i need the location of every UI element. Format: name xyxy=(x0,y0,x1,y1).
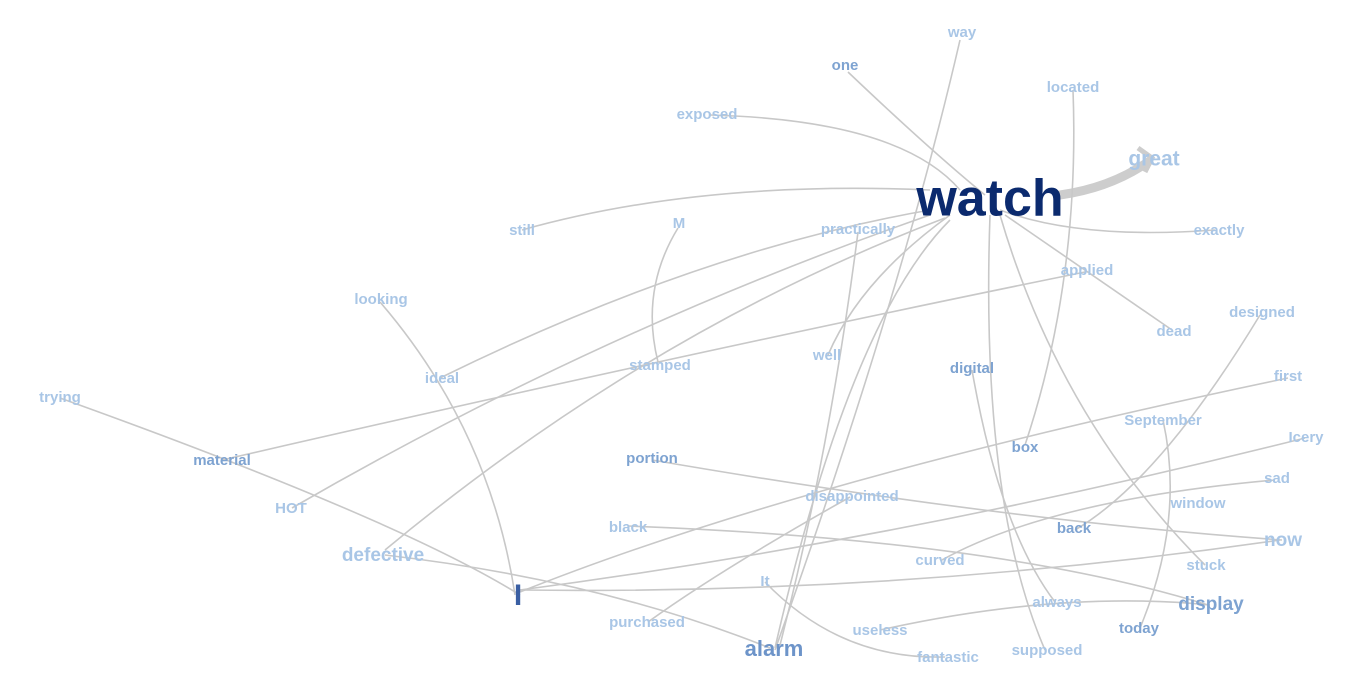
word-designed[interactable]: designed xyxy=(1229,304,1295,321)
edge-now-i xyxy=(519,539,1281,592)
word-located[interactable]: located xyxy=(1047,79,1100,96)
word-back[interactable]: back xyxy=(1057,520,1092,537)
edge-icery-i xyxy=(519,437,1306,591)
word-first[interactable]: first xyxy=(1274,368,1302,385)
edge-watch-ideal xyxy=(439,209,931,379)
edge-watch-well xyxy=(827,214,951,356)
word-dead[interactable]: dead xyxy=(1156,323,1191,340)
word-fantastic[interactable]: fantastic xyxy=(917,649,979,666)
word-well[interactable]: well xyxy=(812,347,841,364)
word-display[interactable]: display xyxy=(1178,594,1244,615)
edge-m-stamped xyxy=(651,227,679,363)
word-window[interactable]: window xyxy=(1170,495,1226,512)
edge-practically-alarm xyxy=(779,231,859,646)
edge-defective-alarm xyxy=(384,554,771,649)
word-exposed[interactable]: exposed xyxy=(677,106,738,123)
word-still[interactable]: still xyxy=(509,222,535,239)
word-black[interactable]: black xyxy=(609,519,648,536)
edge-useless-display xyxy=(879,600,1211,631)
edge-portion-now xyxy=(651,459,1283,541)
edge-black-display xyxy=(627,525,1209,606)
edge-sad-curved xyxy=(941,479,1276,561)
word-alarm[interactable]: alarm xyxy=(745,636,804,661)
edge-trying-alarm xyxy=(59,397,521,596)
word-way[interactable]: way xyxy=(947,24,977,41)
edge-watch-supposed xyxy=(987,214,1046,651)
edge-watch-alarm xyxy=(774,219,951,649)
word-curved[interactable]: curved xyxy=(915,552,964,569)
word-stamped[interactable]: stamped xyxy=(629,357,691,374)
edges-layer xyxy=(59,39,1306,658)
word-looking[interactable]: looking xyxy=(354,291,407,308)
word-box[interactable]: box xyxy=(1012,439,1039,456)
word-practically[interactable]: practically xyxy=(821,221,896,238)
word-september[interactable]: September xyxy=(1124,412,1202,429)
edge-watch-hot xyxy=(291,214,931,509)
word-exactly[interactable]: exactly xyxy=(1194,222,1246,239)
word-supposed[interactable]: supposed xyxy=(1012,642,1083,659)
edge-it-fantastic xyxy=(764,581,946,658)
word-disappointed[interactable]: disappointed xyxy=(805,488,898,505)
word-trying[interactable]: trying xyxy=(39,389,81,406)
word-watch[interactable]: watch xyxy=(915,170,1063,228)
word-sad[interactable]: sad xyxy=(1264,470,1290,487)
edge-designed-back xyxy=(1074,314,1261,531)
word-useless[interactable]: useless xyxy=(852,622,907,639)
word-hot[interactable]: HOT xyxy=(275,500,307,517)
word-now[interactable]: now xyxy=(1264,530,1302,551)
word-stuck[interactable]: stuck xyxy=(1186,557,1226,574)
edge-watch-great xyxy=(1055,157,1153,200)
edge-looking-i xyxy=(379,301,516,596)
edge-disappointed-purchased xyxy=(647,496,851,623)
edge-watch-still xyxy=(521,187,931,231)
edge-watch-way xyxy=(774,39,961,651)
word-portion[interactable]: portion xyxy=(626,450,678,467)
word-purchased[interactable]: purchased xyxy=(609,614,685,631)
word-i[interactable]: I xyxy=(514,579,522,612)
edge-watch-exactly xyxy=(999,209,1216,234)
edge-watch-exposed xyxy=(709,114,961,191)
word-always[interactable]: always xyxy=(1032,594,1081,611)
word-digital[interactable]: digital xyxy=(950,360,994,377)
word-applied[interactable]: applied xyxy=(1061,262,1114,279)
word-today[interactable]: today xyxy=(1119,620,1160,637)
word-material[interactable]: material xyxy=(193,452,251,469)
edge-watch-one xyxy=(847,71,986,196)
edge-located-box xyxy=(1024,89,1075,446)
word-m[interactable]: M xyxy=(673,215,686,232)
word-defective[interactable]: defective xyxy=(342,545,424,566)
word-icery[interactable]: Icery xyxy=(1288,429,1324,446)
edge-watch-dead xyxy=(1004,214,1173,331)
edge-first-i xyxy=(519,377,1289,593)
edge-arrow xyxy=(1136,145,1156,174)
word-it[interactable]: It xyxy=(760,573,769,590)
labels-layer: watch great way one located exposed stil… xyxy=(39,24,1324,666)
word-one[interactable]: one xyxy=(832,57,859,74)
word-ideal[interactable]: ideal xyxy=(425,370,459,387)
edge-digital-always xyxy=(971,369,1056,603)
word-great[interactable]: great xyxy=(1128,148,1179,171)
edge-applied-material xyxy=(221,271,1086,461)
